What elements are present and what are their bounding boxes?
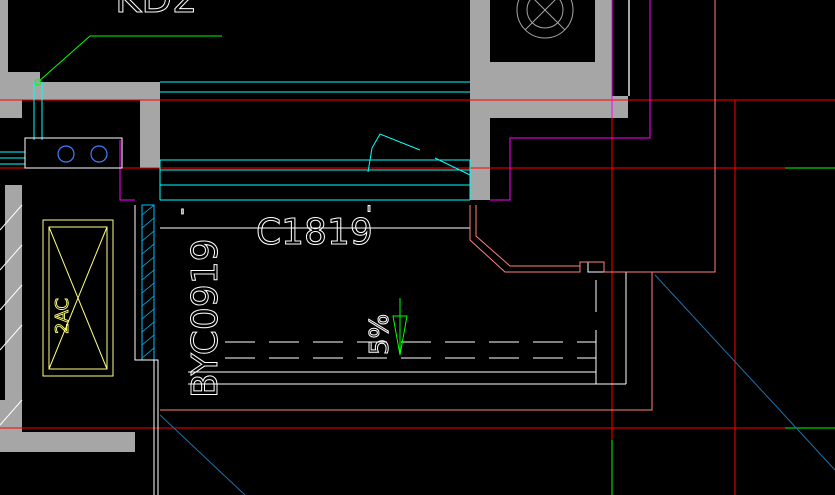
window-layer [0, 81, 471, 201]
balcony-outline [134, 205, 627, 495]
window-code-mark-small: ' [180, 206, 185, 227]
slope-arrow-head [392, 315, 408, 356]
leader-1 [37, 35, 222, 83]
diag-1 [654, 274, 835, 471]
balcony-left-outer [134, 205, 159, 495]
hatch-lines [141, 204, 155, 359]
window-swing-2 [434, 157, 471, 176]
leader-layer [34, 35, 835, 495]
drain-dashes [225, 341, 596, 359]
void-top-right [498, 0, 594, 60]
void-left-room [24, 130, 132, 430]
equipment-2ac [42, 219, 114, 377]
wall-left [0, 185, 135, 452]
dim-layer [160, 0, 716, 411]
room-label-kd2: KD2 [115, 0, 197, 22]
equipment-inner [48, 226, 108, 370]
wall-top-left [0, 0, 160, 168]
fan-inner [526, 0, 564, 29]
wall-voids [8, 0, 594, 430]
fan-symbol [516, 0, 574, 39]
dim-outline-3 [160, 272, 653, 411]
window-code-label: C1819 [256, 212, 373, 253]
pipe-circle-1 [57, 145, 75, 163]
window-code-mark: ' [366, 203, 372, 228]
dim-outline-1 [469, 0, 716, 273]
pipe-box [24, 137, 123, 169]
pipe-box-frame [24, 137, 123, 169]
slope-label: 5% [365, 314, 395, 355]
pipe-circle-2 [90, 145, 108, 163]
diag-layer [159, 274, 835, 495]
pipe-layer [119, 0, 651, 201]
void-top-left [8, 0, 40, 72]
equipment-outer [42, 219, 114, 377]
dim-outline-2 [475, 205, 580, 267]
equipment-label-2ac: 2AC [52, 298, 73, 334]
leader-dot [34, 78, 42, 86]
diag-2 [159, 414, 246, 495]
hatch-column [141, 204, 155, 361]
fan-outer [516, 0, 574, 39]
balcony-notch [587, 261, 605, 273]
vertical-code-label: BYC0919 [185, 238, 226, 398]
pipe-top-right [490, 0, 651, 201]
left-edge-marks [0, 204, 23, 426]
window-swing [367, 133, 421, 173]
pipe-left [119, 140, 135, 201]
